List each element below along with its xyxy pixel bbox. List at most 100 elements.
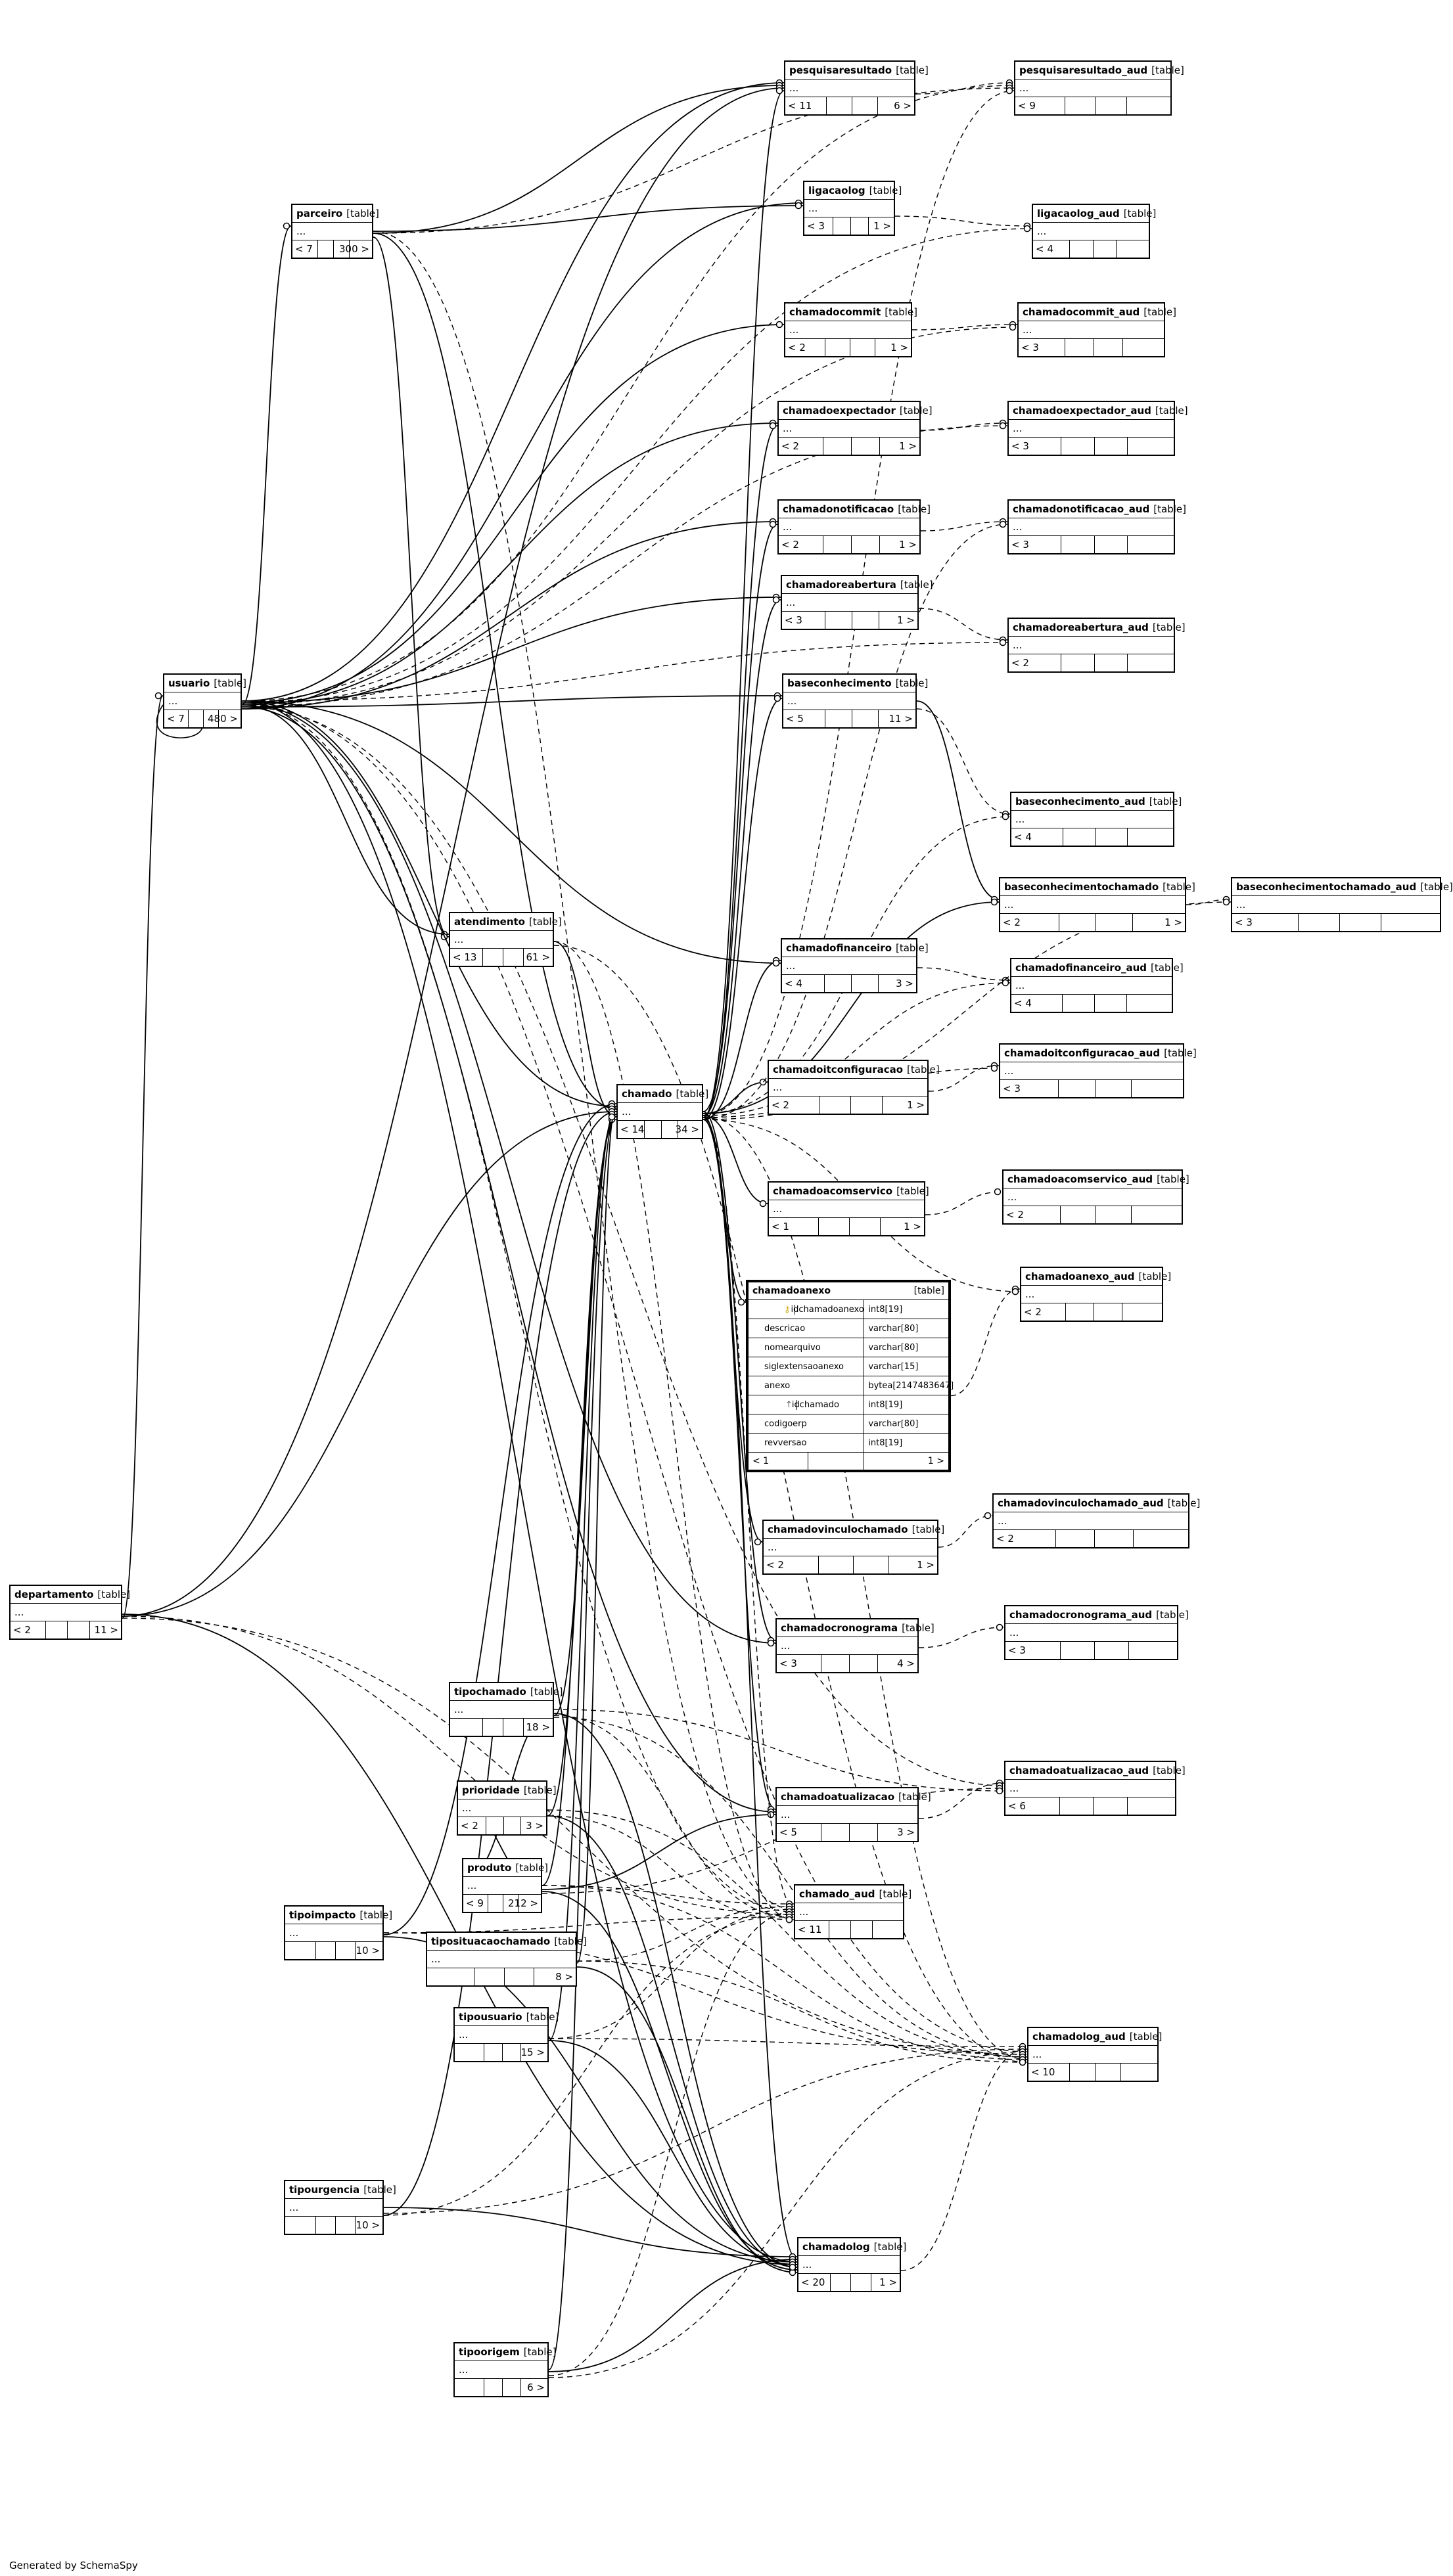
parent-count[interactable]: < 3 — [1019, 339, 1065, 356]
parent-count[interactable] — [285, 1942, 317, 1959]
parent-count[interactable]: < 11 — [795, 1921, 830, 1938]
table-tipoorigem[interactable]: tipoorigem[table]...6 > — [453, 2342, 556, 2397]
parent-count[interactable]: < 3 — [777, 1655, 822, 1672]
parent-count[interactable]: < 6 — [1005, 1797, 1060, 1815]
parent-count[interactable]: < 2 — [1003, 1206, 1061, 1223]
child-count[interactable]: 1 > — [907, 1099, 925, 1111]
child-count[interactable]: 480 > — [207, 713, 238, 725]
child-count[interactable]: 4 > — [897, 1658, 915, 1669]
child-count[interactable] — [1134, 1530, 1188, 1547]
child-count[interactable] — [1128, 654, 1174, 671]
child-count[interactable] — [1132, 1080, 1183, 1097]
child-count[interactable] — [1132, 1206, 1182, 1223]
parent-count[interactable]: < 3 — [1232, 914, 1299, 931]
table-chamadocommit-aud[interactable]: chamadocommit_aud[table]...< 3 — [1017, 302, 1176, 357]
parent-count[interactable] — [285, 2217, 317, 2234]
child-count[interactable]: 1 > — [879, 2276, 897, 2288]
child-count[interactable]: 1 > — [1165, 916, 1182, 928]
table-chamadoexpectador-aud[interactable]: chamadoexpectador_aud[table]...< 3 — [1007, 401, 1188, 456]
parent-count[interactable]: < 2 — [769, 1096, 820, 1114]
table-chamadoreabertura-aud[interactable]: chamadoreabertura_aud[table]...< 2 — [1007, 618, 1186, 673]
parent-count[interactable]: < 20 — [798, 2274, 831, 2291]
child-count[interactable]: 3 > — [897, 1826, 915, 1838]
parent-count[interactable]: < 2 — [779, 438, 824, 455]
parent-count[interactable]: < 2 — [785, 339, 826, 356]
table-chamadovinculochamado-aud[interactable]: chamadovinculochamado_aud[table]...< 2 — [992, 1493, 1200, 1548]
table-chamadoitconfiguracao-aud[interactable]: chamadoitconfiguracao_aud[table]...< 3 — [999, 1043, 1197, 1098]
child-count[interactable]: 6 > — [894, 100, 911, 112]
table-tipochamado[interactable]: tipochamado[table]...18 > — [449, 1682, 563, 1737]
parent-count[interactable]: < 7 — [292, 240, 318, 258]
parent-count[interactable]: < 5 — [777, 1824, 822, 1841]
child-count[interactable]: 1 > — [899, 539, 917, 551]
parent-count[interactable]: < 2 — [11, 1621, 46, 1638]
child-count[interactable] — [1128, 438, 1174, 455]
table-tipourgencia[interactable]: tipourgencia[table]...10 > — [284, 2180, 396, 2235]
table-chamadonotificacao-aud[interactable]: chamadonotificacao_aud[table]...< 3 — [1007, 499, 1186, 554]
table-ligacaolog-aud[interactable]: ligacaolog_aud[table]...< 4 — [1032, 204, 1156, 259]
child-count[interactable]: 1 > — [927, 1456, 944, 1466]
parent-count[interactable]: < 3 — [1005, 1642, 1061, 1659]
table-chamadoacomservico-aud[interactable]: chamadoacomservico_aud[table]...< 2 — [1002, 1169, 1189, 1225]
child-count[interactable]: 10 > — [356, 2219, 380, 2231]
child-count[interactable]: 1 > — [873, 220, 891, 232]
parent-count[interactable]: < 13 — [450, 949, 483, 966]
table-chamadoanexo-aud[interactable]: chamadoanexo_aud[table]...< 2 — [1020, 1267, 1171, 1322]
parent-count[interactable]: < 2 — [994, 1530, 1056, 1547]
child-count[interactable] — [873, 1921, 903, 1938]
table-baseconhecimentochamado-aud[interactable]: baseconhecimentochamado_aud[table]...< 3 — [1231, 877, 1453, 932]
child-count[interactable] — [1381, 914, 1439, 931]
parent-count[interactable] — [455, 2044, 485, 2061]
parent-count[interactable]: < 3 — [1009, 536, 1062, 553]
child-count[interactable]: 1 > — [899, 440, 917, 452]
parent-count[interactable]: < 2 — [764, 1556, 819, 1573]
table-pesquisaresultado-aud[interactable]: pesquisaresultado_aud[table]...< 9 — [1014, 60, 1184, 116]
table-chamadocronograma-aud[interactable]: chamadocronograma_aud[table]...< 3 — [1004, 1605, 1189, 1660]
child-count[interactable]: 3 > — [526, 1820, 543, 1832]
child-count[interactable]: 1 > — [917, 1559, 934, 1571]
parent-count[interactable]: < 11 — [785, 97, 827, 114]
child-count[interactable]: 61 > — [526, 951, 550, 963]
child-count[interactable]: 8 > — [555, 1971, 573, 1983]
parent-count[interactable]: < 9 — [1015, 97, 1065, 114]
parent-count[interactable] — [455, 2379, 485, 2396]
parent-count[interactable]: < 2 — [779, 536, 824, 553]
parent-count[interactable]: < 1 — [769, 1218, 819, 1235]
table-chamadofinanceiro-aud[interactable]: chamadofinanceiro_aud[table]...< 4 — [1010, 958, 1184, 1013]
child-count[interactable] — [1127, 97, 1170, 114]
table-chamado-aud[interactable]: chamado_aud[table]...< 11 — [794, 1884, 911, 1939]
parent-count[interactable]: < 1 — [749, 1453, 809, 1470]
parent-count[interactable]: < 3 — [1000, 1080, 1059, 1097]
parent-count[interactable]: < 3 — [804, 217, 833, 235]
child-count[interactable] — [1128, 536, 1174, 553]
parent-count[interactable]: < 4 — [1033, 240, 1071, 258]
child-count[interactable]: 1 > — [890, 342, 908, 353]
table-tiposituacaochamado[interactable]: tiposituacaochamado[table]...8 > — [426, 1932, 587, 1987]
table-chamadoatualizacao-aud[interactable]: chamadoatualizacao_aud[table]...< 6 — [1004, 1761, 1186, 1816]
parent-count[interactable] — [450, 1719, 483, 1736]
child-count[interactable]: 3 > — [896, 978, 913, 989]
